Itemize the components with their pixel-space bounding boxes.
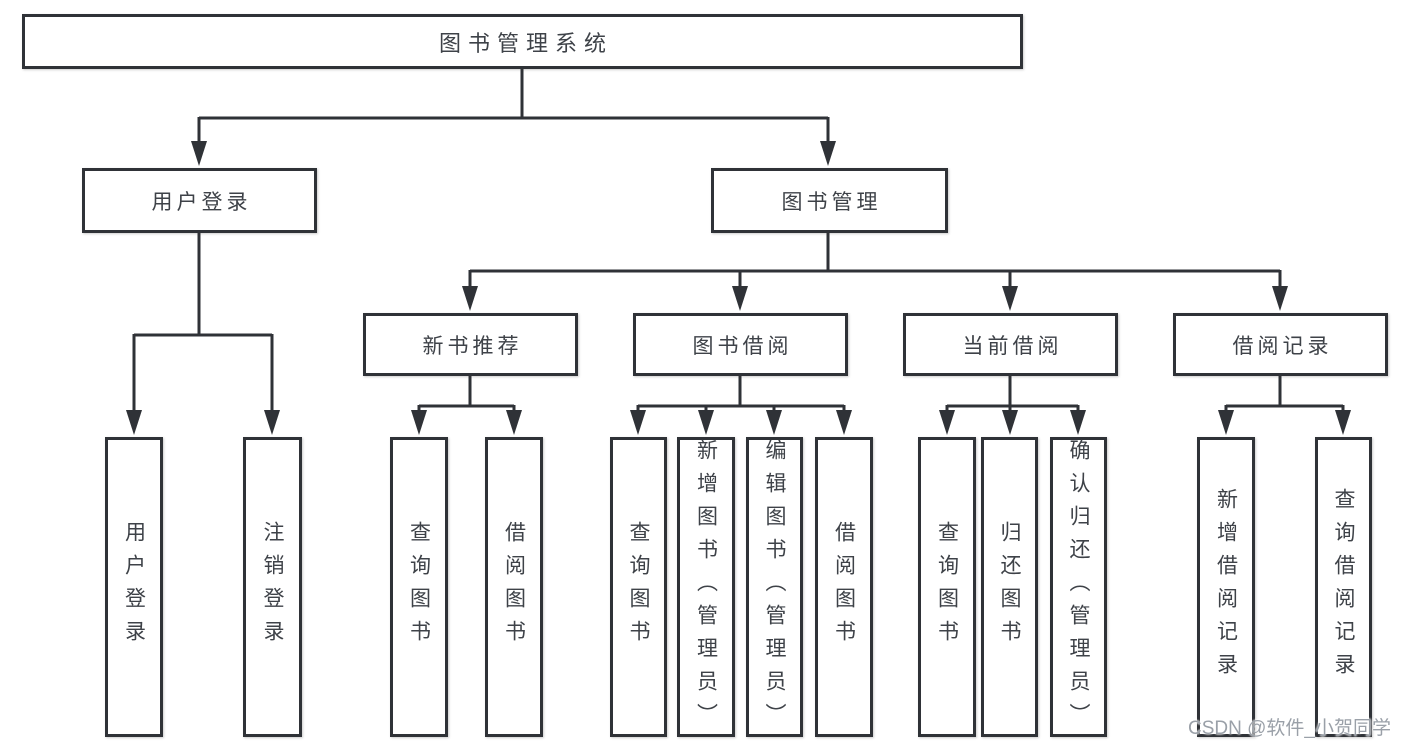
leaf-logout: 注销登录 — [243, 437, 302, 737]
node-label: 借阅图书 — [832, 521, 856, 653]
csdn-watermark: CSDN @软件_小贺同学 — [1188, 718, 1391, 739]
node-label: 查询图书 — [407, 521, 431, 653]
node-label: 归还图书 — [998, 521, 1021, 653]
node-label: 图书管理 — [781, 190, 882, 214]
leaf-query-books: 查询图书 — [610, 437, 667, 737]
node-label: 用户登录 — [122, 521, 146, 653]
node-label: 图书借阅 — [692, 334, 793, 358]
leaf-query-borrow-record: 查询借阅记录 — [1315, 437, 1372, 737]
node-label: 当前借阅 — [962, 334, 1063, 358]
node-label: 编辑图书（管理员） — [763, 438, 786, 736]
node-label: 新书推荐 — [422, 334, 523, 358]
node-label: 注销登录 — [261, 521, 284, 653]
node-borrow-records: 借阅记录 — [1173, 313, 1388, 376]
node-label: 确认归还（管理员） — [1067, 438, 1090, 736]
node-label: 查询借阅记录 — [1332, 488, 1355, 686]
leaf-borrow-books-recommend: 借阅图书 — [485, 437, 543, 737]
leaf-query-books-recommend: 查询图书 — [390, 437, 448, 737]
node-label: 新增借阅记录 — [1214, 488, 1238, 686]
leaf-confirm-return-admin: 确认归还（管理员） — [1050, 437, 1107, 737]
leaf-return-books: 归还图书 — [981, 437, 1038, 737]
node-label: 查询图书 — [935, 521, 959, 653]
node-label: 用户登录 — [151, 190, 252, 214]
leaf-query-books-current: 查询图书 — [918, 437, 976, 737]
node-book-borrow: 图书借阅 — [633, 313, 848, 376]
node-library-management-system: 图书管理系统 — [22, 14, 1023, 69]
leaf-edit-books-admin: 编辑图书（管理员） — [746, 437, 803, 737]
node-label: 借阅图书 — [502, 521, 526, 653]
node-label: 图书管理系统 — [438, 30, 613, 56]
leaf-add-borrow-record: 新增借阅记录 — [1197, 437, 1255, 737]
leaf-add-books-admin: 新增图书（管理员） — [677, 437, 735, 737]
node-label: 查询图书 — [627, 521, 650, 653]
node-current-borrow: 当前借阅 — [903, 313, 1118, 376]
node-new-book-recommend: 新书推荐 — [363, 313, 578, 376]
node-label: 新增图书（管理员） — [694, 438, 718, 736]
node-book-management: 图书管理 — [711, 168, 948, 233]
node-label: 借阅记录 — [1232, 334, 1333, 358]
node-user-login: 用户登录 — [82, 168, 317, 233]
arrowhead-group — [126, 141, 1351, 435]
leaf-user-login: 用户登录 — [105, 437, 163, 737]
leaf-borrow-books: 借阅图书 — [815, 437, 873, 737]
